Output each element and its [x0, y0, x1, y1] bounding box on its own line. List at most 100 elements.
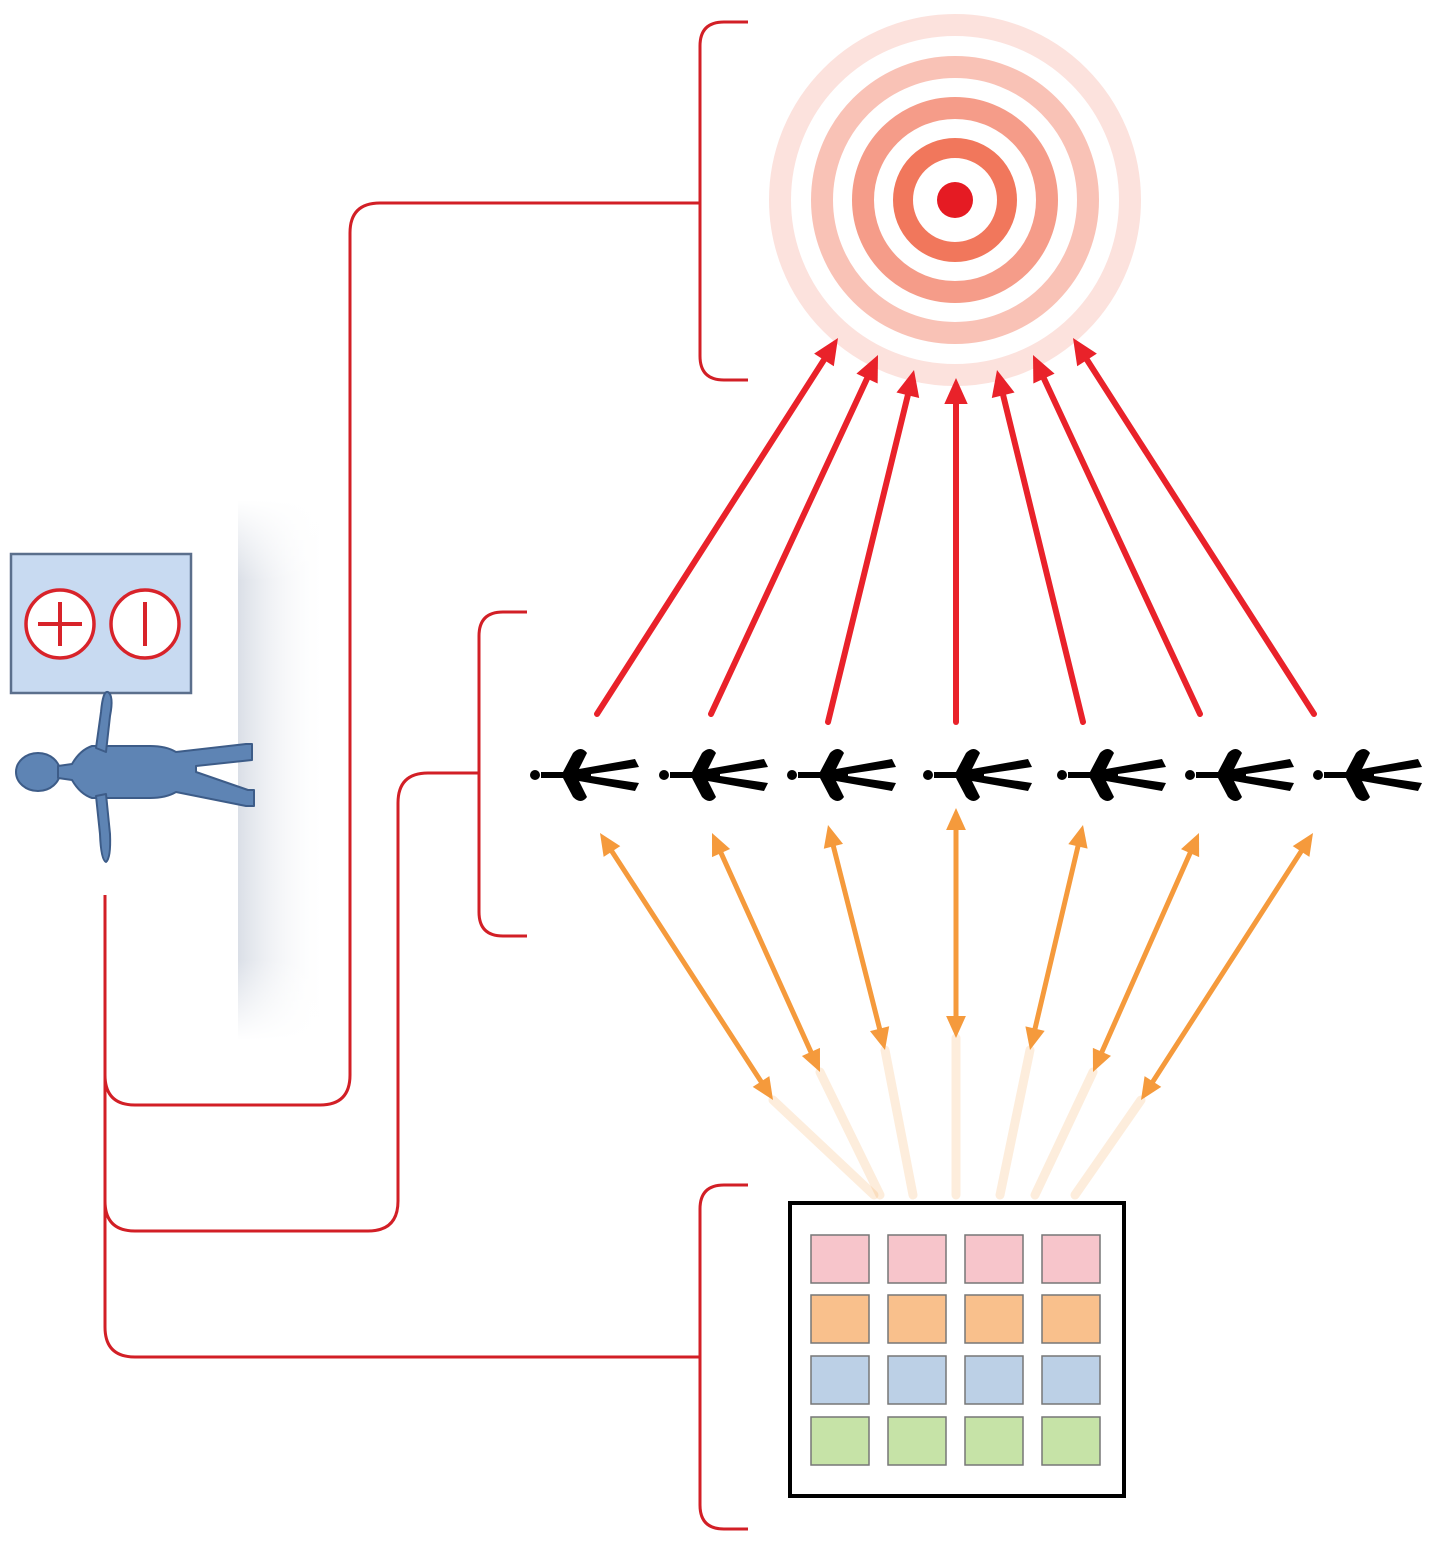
grid-cell: [810, 1416, 870, 1466]
plus-icon: [24, 588, 96, 660]
target-ring: [769, 14, 1141, 386]
grid-cell: [964, 1294, 1024, 1344]
human-figure-icon: [15, 690, 255, 863]
molecule-icon: [1185, 749, 1294, 801]
molecule-dot: [787, 770, 797, 780]
arrow-double-head-top: [712, 833, 731, 858]
target-ring: [893, 138, 1017, 262]
bidirectional-arrows: [600, 808, 1313, 1200]
arrow-double-shaft: [1096, 845, 1196, 1060]
grid-cell: [887, 1416, 947, 1466]
target-center: [937, 182, 973, 218]
target-ring: [811, 56, 1099, 344]
arrow-fade-tail: [880, 1045, 918, 1200]
molecule-icon: [787, 749, 896, 801]
molecule-dot: [923, 770, 933, 780]
plus-minus-panel-icon: [9, 552, 193, 695]
molecule-icon: [923, 749, 1032, 801]
arrow-double-shaft: [606, 843, 767, 1090]
agent-row: [530, 749, 1422, 801]
arrow-double-head-bottom: [870, 1026, 890, 1050]
molecule-dot: [1057, 770, 1067, 780]
arrow-double-head-bottom: [801, 1047, 820, 1072]
molecule-dot: [1185, 770, 1195, 780]
grid-cell: [810, 1355, 870, 1405]
grid-cell: [964, 1355, 1024, 1405]
bracket-grid: [698, 1183, 748, 1531]
arrow-double-head-bottom: [946, 1016, 966, 1038]
molecule-icon: [1313, 749, 1422, 801]
grid-cell: [964, 1416, 1024, 1466]
molecule-dot: [530, 770, 540, 780]
arrow-double-head-top: [1181, 833, 1200, 858]
arrow-up-shaft: [594, 350, 832, 717]
molecule-body: [934, 749, 1032, 801]
figure-body: [57, 743, 255, 807]
arrow-double-shaft: [716, 845, 816, 1060]
arrow-up-shaft: [1079, 350, 1317, 717]
arrow-up-shaft: [1037, 368, 1203, 717]
arrow-up-head: [991, 370, 1015, 399]
grid-cell: [1041, 1234, 1101, 1284]
arrow-double-shaft: [829, 838, 884, 1037]
arrow-up-shaft: [998, 384, 1086, 725]
bracket-target: [698, 20, 748, 382]
molecule-body: [1196, 749, 1294, 801]
connector-agents: [103, 771, 479, 1233]
molecule-icon: [1057, 749, 1166, 801]
connector-lines: [103, 20, 748, 1531]
molecule-icon: [659, 749, 768, 801]
grid-cell: [887, 1234, 947, 1284]
arrow-up-head: [856, 355, 878, 384]
arrow-double-head-bottom: [1025, 1026, 1045, 1050]
grid-cell: [887, 1294, 947, 1344]
arrow-up-head: [1073, 338, 1097, 367]
arrow-fade-tail: [768, 1095, 879, 1200]
arrow-double-head-top: [1068, 825, 1088, 849]
arrow-up-shaft: [708, 368, 874, 717]
arrow-fade-tail: [995, 1045, 1035, 1200]
arrow-double-shaft: [1031, 838, 1082, 1037]
connector-grid: [103, 895, 700, 1359]
molecule-body: [670, 749, 768, 801]
arrow-up-head: [944, 378, 968, 404]
arrow-fade-tail: [815, 1067, 885, 1200]
molecule-body: [1068, 749, 1166, 801]
upward-arrows: [594, 338, 1317, 725]
arrow-up-head: [1033, 355, 1055, 384]
arrow-fade-tail: [1030, 1067, 1098, 1200]
connector-target: [103, 201, 700, 1107]
grid-cell: [1041, 1416, 1101, 1466]
patient-shadow: [238, 500, 328, 1040]
molecule-body: [541, 749, 639, 801]
bullseye-target-icon: [769, 14, 1141, 386]
grid-cell: [964, 1234, 1024, 1284]
molecule-dot: [659, 770, 669, 780]
grid-cell: [810, 1294, 870, 1344]
molecule-body: [798, 749, 896, 801]
arrow-double-head-top: [946, 808, 966, 830]
arrow-double-head-top: [1292, 833, 1313, 857]
figure-head: [15, 752, 61, 792]
arrow-double-head-bottom: [752, 1076, 773, 1100]
arrow-up-head: [896, 370, 920, 399]
molecule-icon: [530, 749, 639, 801]
arrow-double-head-top: [823, 825, 843, 849]
arrow-up-shaft: [825, 384, 913, 725]
arrow-fade-tail: [1070, 1095, 1146, 1200]
arrow-double-shaft: [1147, 843, 1307, 1090]
target-ring: [852, 97, 1058, 303]
grid-cell: [887, 1355, 947, 1405]
grid-cell: [1041, 1294, 1101, 1344]
arrow-double-head-bottom: [1092, 1047, 1111, 1072]
grid-array-icon: [788, 1201, 1126, 1498]
arrow-double-head-bottom: [1141, 1076, 1162, 1100]
figure-arm-up: [95, 690, 113, 753]
arrow-double-head-top: [600, 833, 621, 857]
grid-cell: [810, 1234, 870, 1284]
arrow-up-head: [814, 338, 838, 367]
molecule-body: [1324, 749, 1422, 801]
figure-arm-down: [95, 793, 112, 863]
